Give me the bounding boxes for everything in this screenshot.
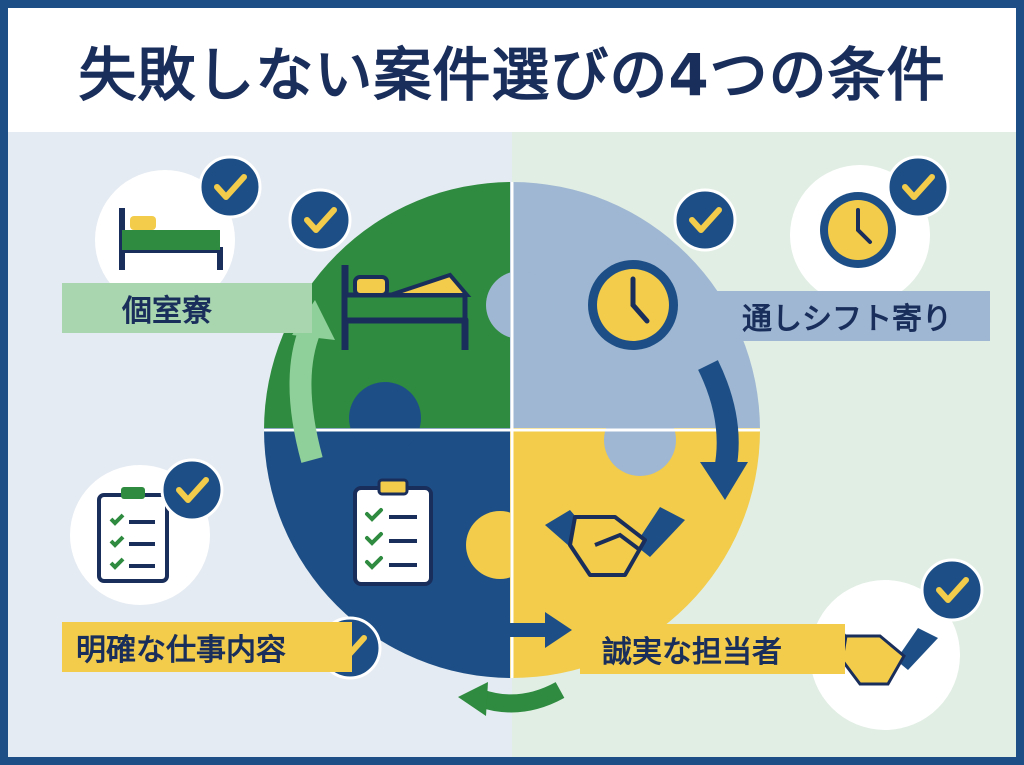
- page-title: 失敗しない案件選びの4つの条件: [78, 41, 946, 109]
- puzzle-knob: [604, 404, 676, 476]
- check-icon: [200, 157, 260, 217]
- bed-icon: [119, 208, 223, 270]
- bed-icon: [341, 265, 472, 350]
- check-icon: [290, 190, 350, 250]
- cycle-arrow: [698, 360, 739, 473]
- check-icon: [888, 157, 948, 217]
- check-icon: [922, 560, 982, 620]
- cycle-arrow: [289, 325, 323, 463]
- condition-label-staff: 誠実な担当者: [580, 624, 845, 674]
- clock-icon: [820, 192, 896, 268]
- puzzle-knob: [349, 382, 421, 454]
- clipboard-checklist-icon: [97, 487, 169, 583]
- condition-label-job: 明確な仕事内容: [62, 622, 352, 672]
- puzzle-circle: [264, 182, 760, 678]
- title-bar: 失敗しない案件選びの4つの条件: [8, 8, 1016, 132]
- condition-label-shift: 通しシフト寄り: [690, 291, 990, 341]
- puzzle-knob: [466, 511, 534, 579]
- puzzle-knob: [486, 271, 554, 339]
- check-icon: [162, 460, 222, 520]
- clock-icon: [588, 260, 678, 350]
- clipboard-checklist-icon: [353, 478, 433, 586]
- handshake-icon: [545, 507, 685, 577]
- cycle-arrow-head: [700, 462, 748, 500]
- check-icon: [675, 190, 735, 250]
- cycle-arrow: [477, 682, 565, 713]
- condition-label-room: 個室寮: [62, 283, 312, 333]
- cycle-arrow-head: [458, 682, 488, 716]
